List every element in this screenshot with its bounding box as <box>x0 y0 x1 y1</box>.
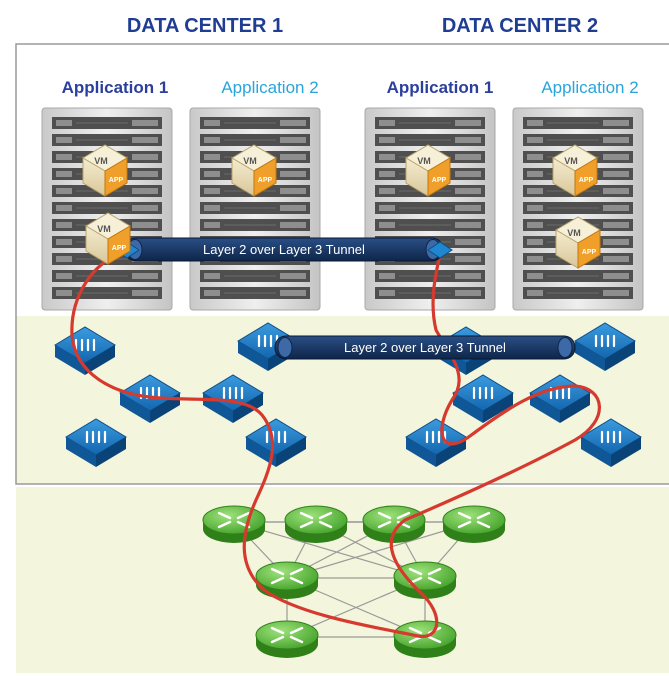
dc2-application-1-label: Application 1 <box>387 78 494 97</box>
app-label: APP <box>112 245 127 252</box>
tunnel-label: Layer 2 over Layer 3 Tunnel <box>344 340 506 355</box>
app-label: APP <box>582 249 597 256</box>
layer2-over-layer3-tunnel-lower: Layer 2 over Layer 3 Tunnel <box>274 335 576 360</box>
vm-label: VM <box>94 156 108 166</box>
dc1-app1-server-rack <box>41 107 173 311</box>
dc2-app1-vm-icon: VM APP <box>405 144 451 197</box>
switch-icon <box>574 322 636 371</box>
dc2-app2-vm-icon: VM APP <box>552 144 598 197</box>
app-label: APP <box>579 177 594 184</box>
dc1-application-2-label: Application 2 <box>221 78 318 97</box>
vm-label: VM <box>564 156 578 166</box>
switch-icon <box>405 418 467 467</box>
data-path-line <box>70 252 601 638</box>
dc2-app2-server-rack <box>512 107 644 311</box>
dc2-app2-vm-icon-2: VM APP <box>555 216 601 269</box>
switch-icon <box>54 326 116 375</box>
dc2-application-2-label: Application 2 <box>541 78 638 97</box>
app-label: APP <box>258 177 273 184</box>
dc1-app2-vm-icon: VM APP <box>231 144 277 197</box>
switch-icon <box>580 418 642 467</box>
layer2-over-layer3-tunnel-upper: Layer 2 over Layer 3 Tunnel <box>114 237 453 262</box>
tunnel-endpoint-switch-icon <box>427 241 453 259</box>
switch-icon <box>245 418 307 467</box>
vm-label: VM <box>567 228 581 238</box>
datacenter-1-title: DATA CENTER 1 <box>127 15 283 37</box>
switch-icon <box>119 374 181 423</box>
router-icon <box>393 561 457 599</box>
datacenter-2-title: DATA CENTER 2 <box>442 15 598 37</box>
dc1-application-1-label: Application 1 <box>62 78 169 97</box>
dc1-app1-vm-icon: VM APP <box>82 144 128 197</box>
router-icon <box>255 620 319 658</box>
router-icon <box>362 505 426 543</box>
dc2-app1-server-rack <box>364 107 496 311</box>
vm-label: VM <box>417 156 431 166</box>
switch-icon <box>529 374 591 423</box>
router-icon <box>284 505 348 543</box>
router-icon <box>393 620 457 658</box>
dc1-app1-vm-icon-2: VM APP <box>85 212 131 265</box>
app-label: APP <box>109 177 124 184</box>
router-icon <box>442 505 506 543</box>
dc1-app2-server-rack <box>189 107 321 311</box>
app-label: APP <box>432 177 447 184</box>
core-link <box>233 521 426 579</box>
vm-label: VM <box>97 224 111 234</box>
data-center-frame <box>15 43 669 485</box>
switch-icon <box>452 374 514 423</box>
router-icon <box>202 505 266 543</box>
tunnel-label: Layer 2 over Layer 3 Tunnel <box>203 242 365 257</box>
switch-icon <box>65 418 127 467</box>
vm-label: VM <box>243 156 257 166</box>
core-link <box>286 521 475 579</box>
router-icon <box>255 561 319 599</box>
